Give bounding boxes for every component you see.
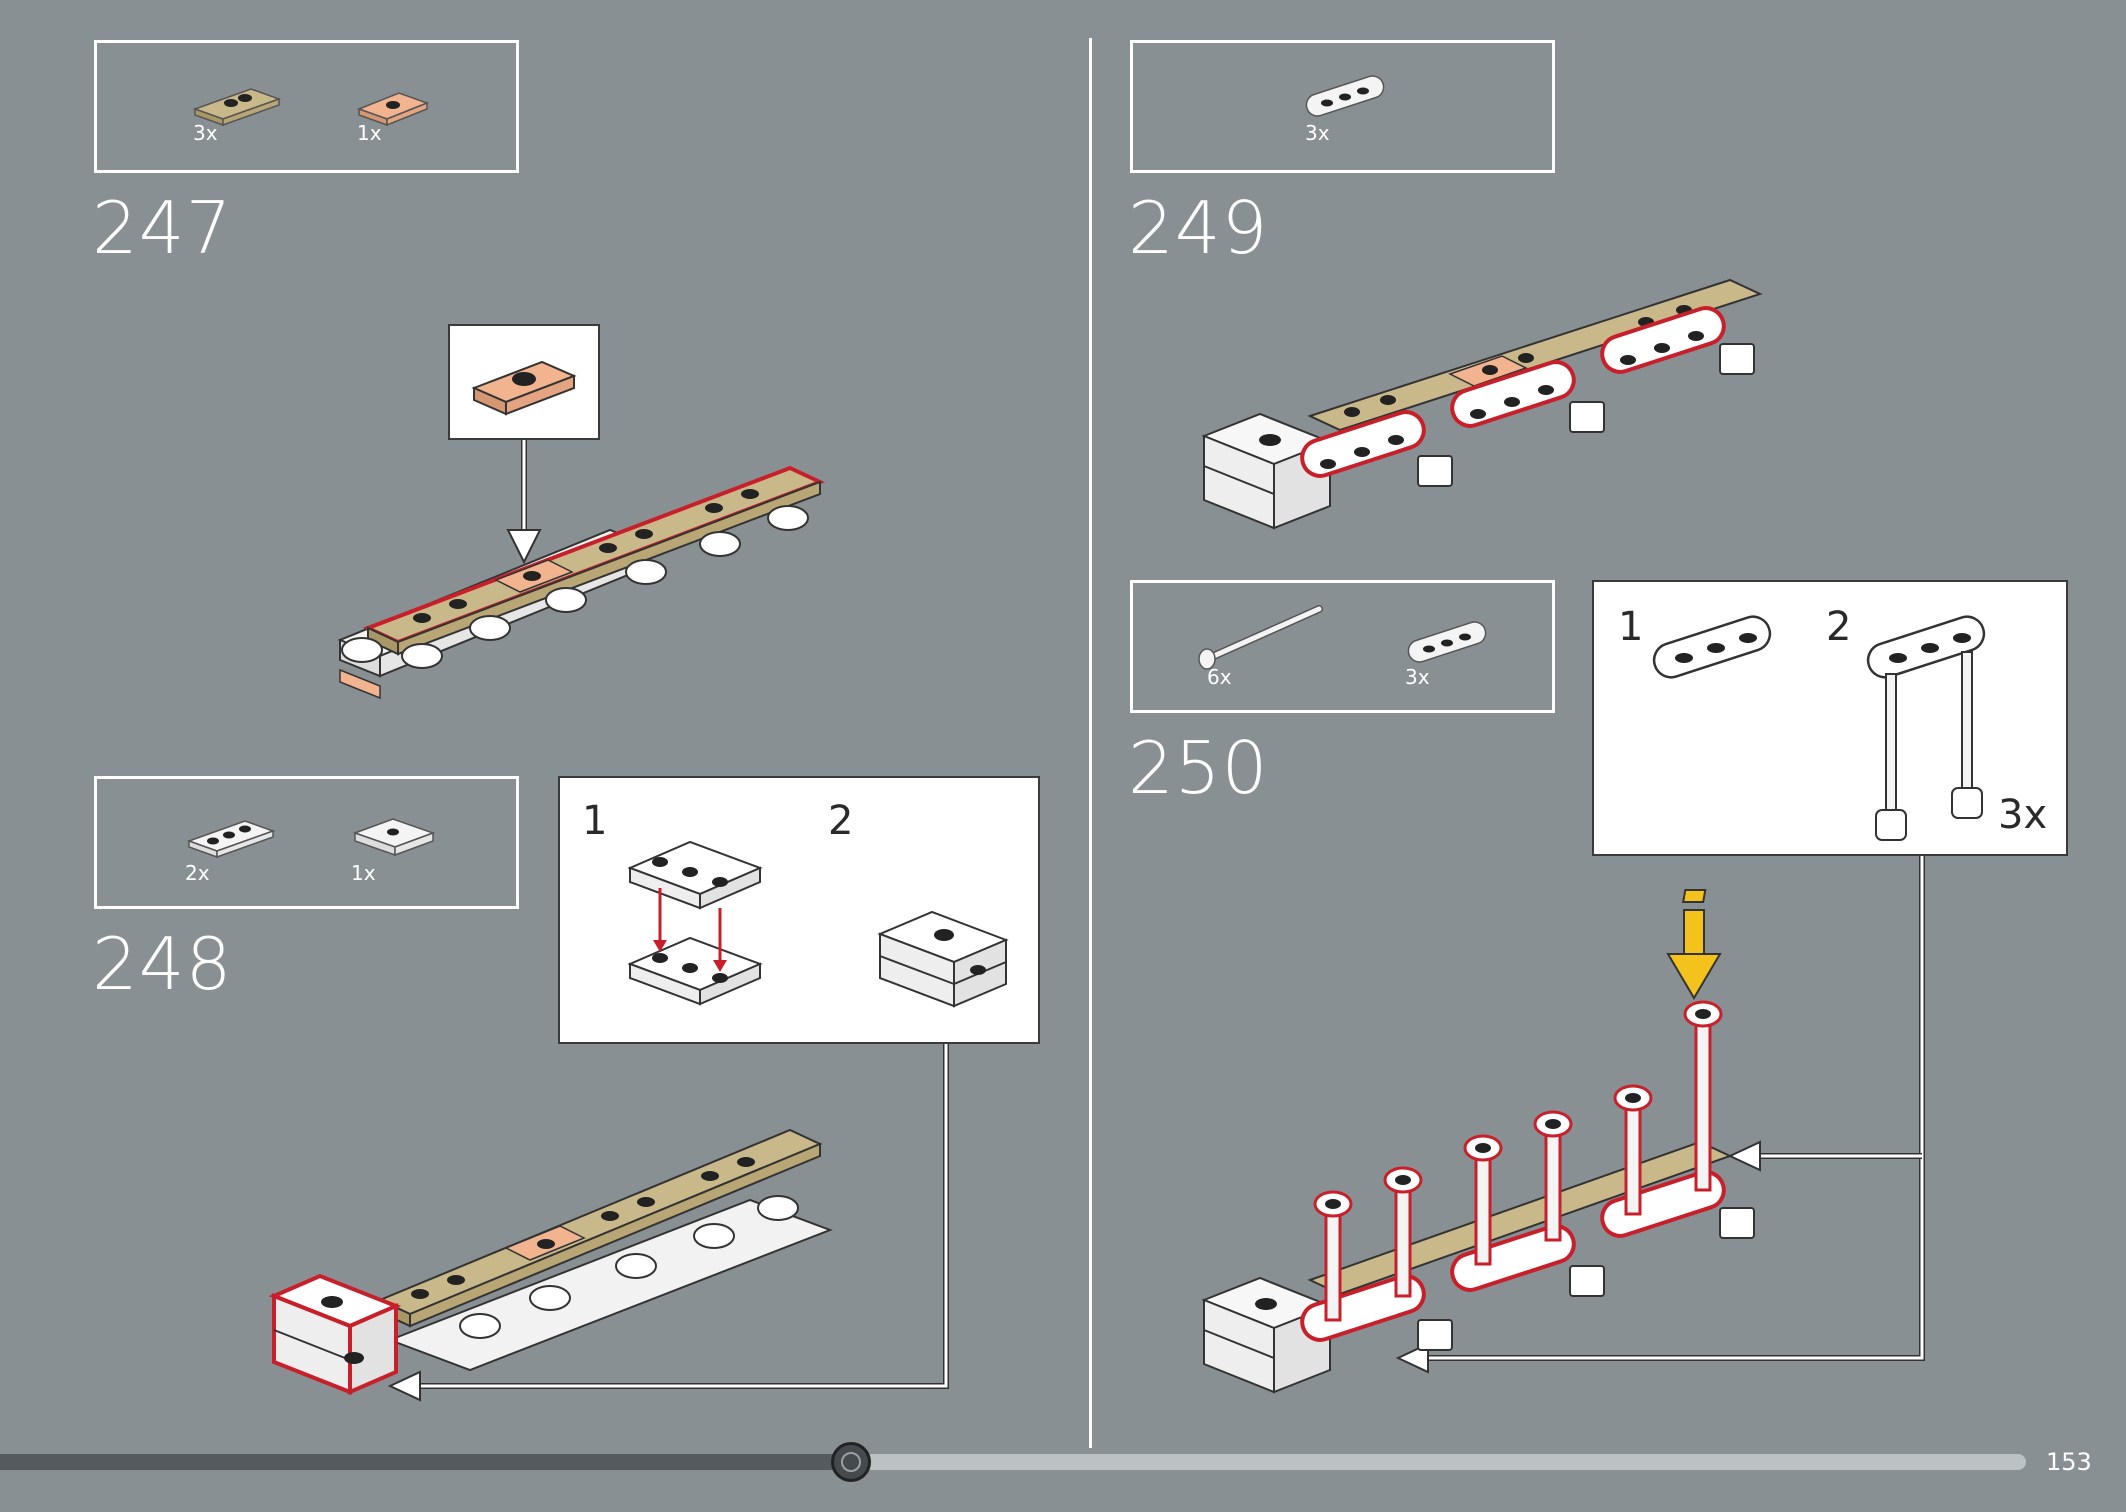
parts-box-248: 2x 1x xyxy=(94,776,519,909)
step-247-model xyxy=(337,465,826,700)
sub-step-2-bar-assembly xyxy=(1866,615,1986,841)
step-number-248: 248 xyxy=(92,922,233,1006)
part-qty: 3x xyxy=(1305,121,1330,145)
callout-multiplier: 3x xyxy=(1998,792,2048,838)
sub-step-2: 2 xyxy=(1826,604,1852,650)
arrow-down-icon xyxy=(506,440,542,565)
sub-step-2-assembly xyxy=(877,910,1009,1008)
white-jumper-2x2-part xyxy=(352,818,436,857)
step-249-model xyxy=(1201,278,1763,530)
part-qty: 2x xyxy=(185,861,210,885)
page-number: 153 xyxy=(2046,1448,2092,1476)
step-number-247: 247 xyxy=(92,186,233,270)
callout-connector-248 xyxy=(387,1044,949,1402)
sub-step-1: 1 xyxy=(1618,604,1644,650)
progress-fill xyxy=(0,1454,851,1470)
info-arrow-icon xyxy=(1666,889,1722,1000)
part-qty: 1x xyxy=(351,861,376,885)
sub-step-1-rounded-plate xyxy=(1652,615,1772,679)
white-rounded-plate-part xyxy=(1305,75,1385,117)
step-248-model xyxy=(268,1128,833,1396)
step-248-callout: 1 2 xyxy=(558,776,1040,1044)
part-qty: 1x xyxy=(357,121,382,145)
parts-box-250: 6x 3x xyxy=(1130,580,1555,713)
page-divider xyxy=(1089,38,1092,1448)
callout-connector-250 xyxy=(1395,856,1925,1374)
step-number-249: 249 xyxy=(1128,186,1269,270)
sub-step-1-assembly xyxy=(627,840,763,1006)
parts-box-247: 3x 1x xyxy=(94,40,519,173)
part-qty: 3x xyxy=(1405,665,1430,689)
sub-step-1: 1 xyxy=(582,798,608,844)
step-250-model xyxy=(1201,1000,1755,1394)
step-number-250: 250 xyxy=(1128,726,1269,810)
nougat-jumper-plate-part xyxy=(356,92,430,127)
white-plate-1x3-part xyxy=(186,820,276,859)
white-rounded-plate-part xyxy=(1407,621,1487,663)
step-247-part-callout xyxy=(448,324,600,440)
white-bar-part xyxy=(1198,605,1323,670)
part-qty: 3x xyxy=(193,121,218,145)
tan-jumper-plate-part xyxy=(192,88,282,127)
step-250-callout: 1 2 3x xyxy=(1592,580,2068,856)
sub-step-2: 2 xyxy=(828,798,854,844)
part-qty: 6x xyxy=(1207,665,1232,689)
parts-box-249: 3x xyxy=(1130,40,1555,173)
progress-knob[interactable] xyxy=(831,1442,871,1482)
nougat-jumper-plate-detail xyxy=(471,360,577,416)
